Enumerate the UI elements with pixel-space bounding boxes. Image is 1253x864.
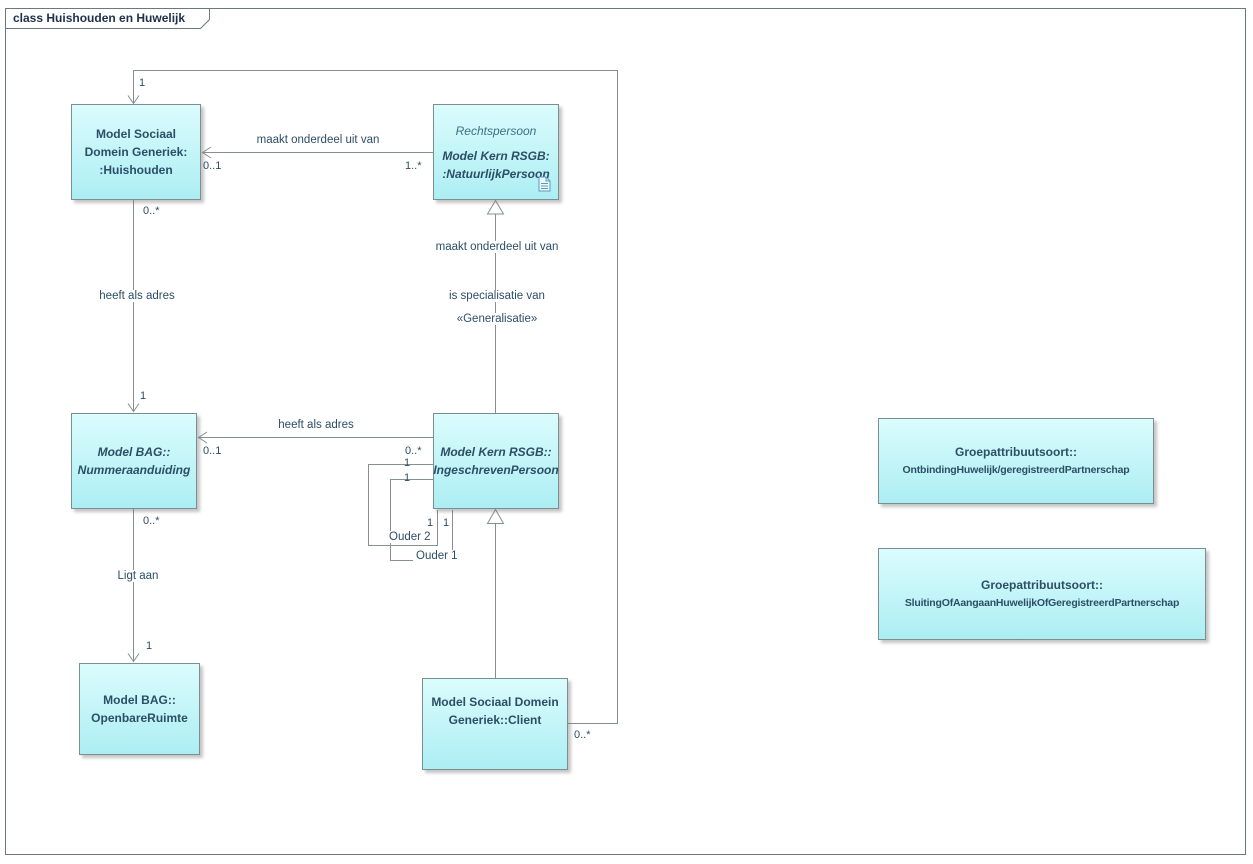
class-natuurlijkpersoon: Rechtspersoon Model Kern RSGB: :Natuurli… xyxy=(433,104,559,200)
class-name-line: Domein Generiek: xyxy=(84,145,188,159)
class-name-line: OpenbareRuimte xyxy=(91,711,188,725)
generalization-triangle-icon xyxy=(486,508,505,524)
class-ingeschrevenpersoon: Model Kern RSGB:: IngeschrevenPersoon xyxy=(433,413,559,509)
multiplicity-huishouden-np-side: 0..1 xyxy=(203,160,222,172)
class-nummeraanduiding: Model BAG:: Nummeraanduiding xyxy=(71,413,197,509)
class-name-line: :NatuurlijkPersoon xyxy=(442,166,550,181)
multiplicity-client-side: 0..* xyxy=(574,729,591,741)
multiplicity-ip-adres-side: 0..* xyxy=(405,445,422,457)
multiplicity-ouder2-left: 1 xyxy=(404,457,411,469)
open-arrowhead-icon xyxy=(127,653,140,663)
multiplicity-ouder1-bottom: 1 xyxy=(443,517,450,529)
association-ouder1-self-line xyxy=(390,479,453,561)
class-name-line: Model Sociaal xyxy=(95,127,177,141)
connector-label-maakt-onderdeel-mid: maakt onderdeel uit van xyxy=(432,241,562,253)
class-name-line: Nummeraanduiding xyxy=(77,463,191,477)
connector-label-heeft-als-adres-left: heeft als adres xyxy=(96,290,178,302)
open-arrowhead-icon xyxy=(127,95,140,105)
multiplicity-nummer-top: 1 xyxy=(140,390,147,402)
class-name-line: :Huishouden xyxy=(99,163,173,177)
generalization-triangle-icon xyxy=(486,199,505,215)
connector-label-ouder1: Ouder 1 xyxy=(413,550,461,562)
association-ouder2-self-line xyxy=(368,464,438,546)
connector-label-maakt-onderdeel-top: maakt onderdeel uit van xyxy=(256,134,380,146)
document-icon xyxy=(538,176,551,192)
diagram-title: class Huishouden en Huwelijk xyxy=(13,11,186,25)
class-name-line: Groepattribuutsoort:: xyxy=(981,578,1103,592)
class-client: Model Sociaal Domein Generiek::Client xyxy=(422,678,568,770)
class-huishouden: Model Sociaal Domein Generiek: :Huishoud… xyxy=(71,104,201,200)
class-name-line: Model BAG:: xyxy=(103,693,176,707)
stereotype-label: Rechtspersoon xyxy=(455,123,537,138)
class-name-line: Groepattribuutsoort:: xyxy=(955,445,1077,459)
class-name-line: Model Kern RSGB: xyxy=(442,148,550,163)
class-ontbinding-huwelijk: Groepattribuutsoort:: OntbindingHuwelijk… xyxy=(878,418,1154,504)
class-name-line: OntbindingHuwelijk/geregistreerdPartners… xyxy=(902,464,1130,476)
connector-label-heeft-als-adres-mid: heeft als adres xyxy=(278,419,354,431)
open-arrowhead-icon xyxy=(127,403,140,413)
connector-label-generalisatie-stereotype: «Generalisatie» xyxy=(453,313,541,325)
connector-label-is-specialisatie: is specialisatie van xyxy=(446,290,548,302)
class-name-line: Model Kern RSGB:: xyxy=(440,445,552,459)
class-name-line: Model BAG:: xyxy=(97,445,171,459)
multiplicity-np-side: 1..* xyxy=(405,160,422,172)
connector-label-ouder2: Ouder 2 xyxy=(386,531,434,543)
multiplicity-ouder2-bottom: 1 xyxy=(427,517,434,529)
class-sluiting-huwelijk: Groepattribuutsoort:: SluitingOfAangaanH… xyxy=(878,548,1206,640)
multiplicity-huishouden-bottom: 0..* xyxy=(143,205,160,217)
diagram-frame-border xyxy=(5,8,1246,855)
multiplicity-nummer-ip-side: 0..1 xyxy=(203,445,222,457)
connector-label-ligt-aan: Ligt aan xyxy=(114,570,162,582)
multiplicity-nummer-bottom: 0..* xyxy=(143,515,160,527)
open-arrowhead-icon xyxy=(197,431,208,444)
class-name-line: SluitingOfAangaanHuwelijkOfGeregistreerd… xyxy=(904,597,1180,609)
class-name-line: Model Sociaal Domein xyxy=(431,695,559,709)
multiplicity-openbare-top: 1 xyxy=(146,640,153,652)
diagram-frame-tab xyxy=(5,8,210,29)
multiplicity-huishouden-top: 1 xyxy=(139,77,146,89)
class-name-line: IngeschrevenPersoon xyxy=(433,463,559,477)
class-name-line: Generiek::Client xyxy=(448,713,542,727)
class-openbareruimte: Model BAG:: OpenbareRuimte xyxy=(79,663,200,755)
association-client-huishouden-line xyxy=(133,70,618,724)
multiplicity-ouder1-left: 1 xyxy=(404,472,411,484)
open-arrowhead-icon xyxy=(201,146,212,159)
